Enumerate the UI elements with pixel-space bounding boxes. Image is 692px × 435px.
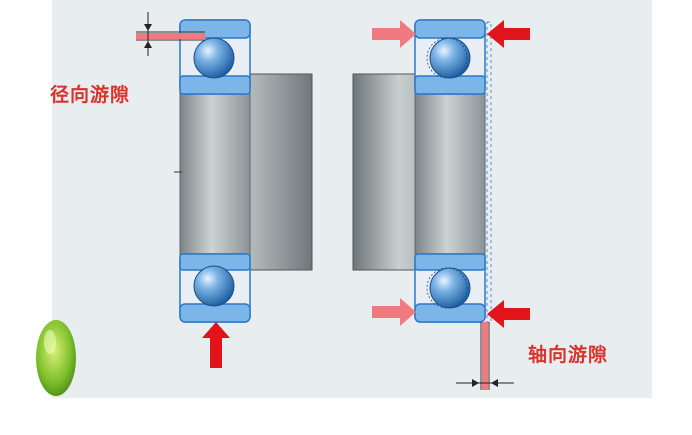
right-top-ball [429,37,471,79]
axial-arrow-top-left [372,20,416,48]
background-panel [52,0,652,398]
left-bottom-ball [193,265,235,307]
axial-gap-band [482,322,488,390]
axial-arrow-bottom-left [372,298,416,326]
right-top-ball-ghost [426,37,468,79]
right-bottom-ball [429,267,471,309]
axial-clearance-label: 轴向游隙 [528,344,609,366]
right-top-outer-ring [414,19,486,39]
radial-gap-band [136,33,205,39]
left-shaft-inner-face [179,91,251,257]
radial-dim-arrow-top [144,24,152,31]
radial-force-arrow [202,322,230,368]
left-bearing [136,12,313,368]
axial-dim-arrow-right [491,379,498,387]
axial-arrow-bottom-right [487,300,530,328]
radial-clearance-label: 径向游隙 [50,84,131,106]
left-top-ball [193,37,235,79]
axial-dim-arrow-left [472,379,479,387]
axial-arrow-top-right [487,20,530,48]
right-shaft-inner-face [414,91,486,257]
left-bottom-outer-ring [179,303,251,323]
right-bearing [352,19,530,390]
right-top-inner-ring [414,75,486,95]
radial-dim-arrow-bottom [144,41,152,48]
right-bottom-ball-ghost [426,267,468,309]
apple-icon [36,320,76,396]
left-top-inner-ring [179,75,251,95]
